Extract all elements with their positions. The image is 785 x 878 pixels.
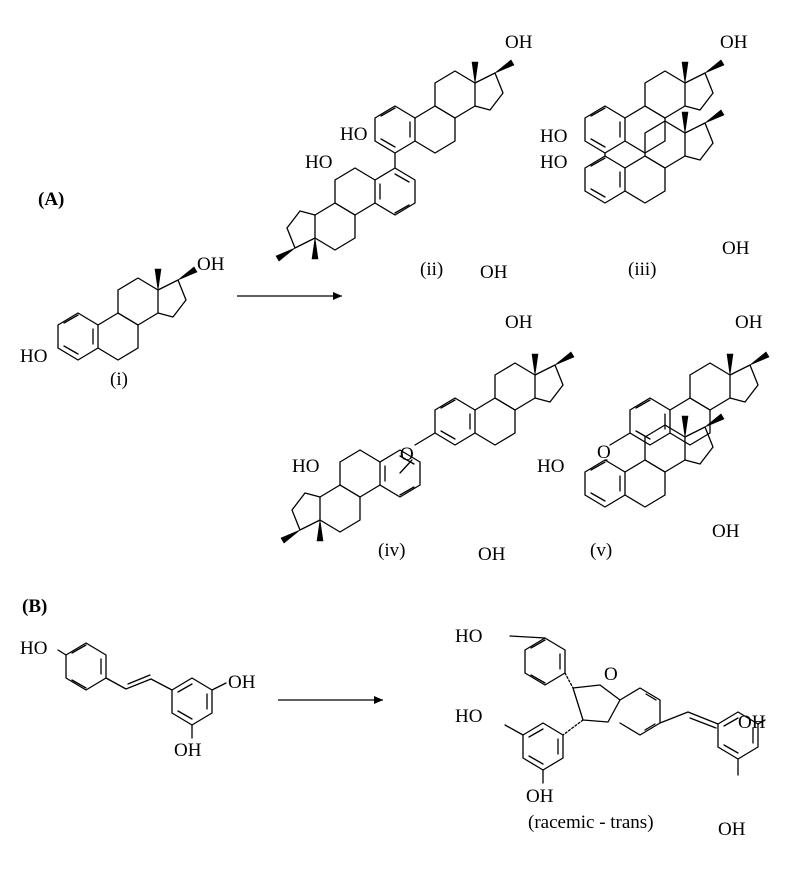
compound-iii-ho-mid: HO (540, 152, 567, 173)
compound-v-label: (v) (590, 540, 612, 561)
compound-i-oh-label: OH (197, 254, 225, 275)
compound-iii-ho-top: HO (540, 126, 567, 147)
panel-label-b: (B) (22, 596, 47, 617)
product-b-o-label: O (604, 664, 618, 685)
product-b-oh-right: OH (738, 712, 766, 733)
compound-iv-o-label: O (400, 444, 414, 465)
compound-iv-label: (iv) (378, 540, 405, 561)
compound-iii-label: (iii) (628, 259, 657, 280)
compound-iv-structure (280, 351, 575, 544)
resveratrol-oh-bottom: OH (174, 740, 202, 761)
compound-ii-oh-top: OH (505, 32, 533, 53)
product-b-oh-bottom: OH (718, 819, 746, 840)
compound-ii-structure (275, 59, 515, 262)
compound-v-oh-top: OH (735, 312, 763, 333)
compound-ii-label: (ii) (420, 259, 443, 280)
panel-label-a: (A) (38, 189, 64, 210)
compound-v-o-label: O (597, 442, 611, 463)
resveratrol-ho-label: HO (20, 638, 47, 659)
compound-iv-oh-bottom: OH (478, 544, 506, 565)
compound-iv-oh-top: OH (505, 312, 533, 333)
resveratrol-oh-right: OH (228, 672, 256, 693)
compound-iii-structure (584, 59, 725, 204)
compound-iii-oh-top: OH (720, 32, 748, 53)
compound-v-structure (584, 351, 770, 508)
compound-i-label: (i) (110, 369, 128, 390)
product-b-oh-lower: OH (526, 786, 554, 807)
product-b-ho-left: HO (455, 706, 482, 727)
product-b-label: (racemic - trans) (528, 812, 654, 833)
reaction-arrow-b (278, 696, 383, 704)
product-b-ho-top: HO (455, 626, 482, 647)
compound-i-ho-label: HO (20, 346, 47, 367)
product-b-structure (504, 635, 766, 784)
compound-ii-oh-bottom: OH (480, 262, 508, 283)
resveratrol-structure (57, 642, 227, 739)
compound-ii-ho-top: HO (340, 124, 367, 145)
compound-i-structure (57, 266, 198, 361)
compound-v-ho-label: HO (537, 456, 564, 477)
compound-iv-ho-label: HO (292, 456, 319, 477)
reaction-arrow-a (237, 292, 342, 300)
compound-iii-oh-bottom: OH (722, 238, 750, 259)
compound-v-oh-bottom: OH (712, 521, 740, 542)
compound-ii-ho-mid: HO (305, 152, 332, 173)
